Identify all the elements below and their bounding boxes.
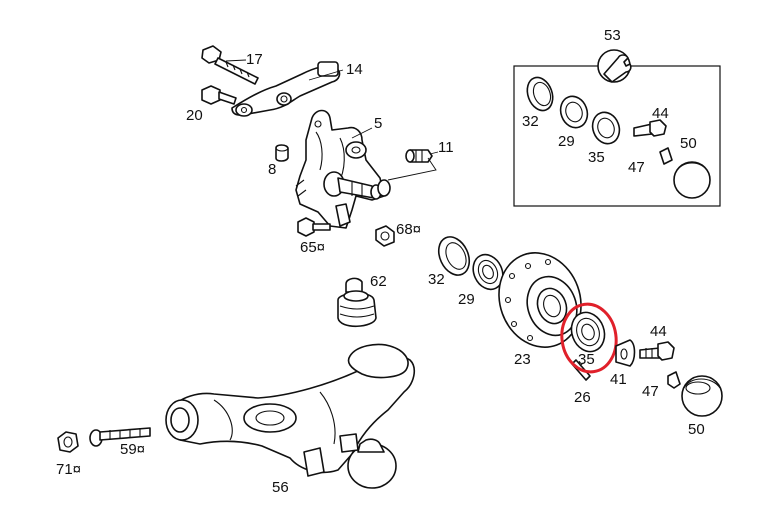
callout-56: 56	[272, 479, 289, 496]
callout-35: 35	[578, 351, 595, 368]
callout-29: 29	[458, 291, 475, 308]
callout-71: 71¤	[56, 461, 81, 478]
callout-23: 23	[514, 351, 531, 368]
nut-part-71[interactable]	[57, 431, 79, 453]
seal-part-32[interactable]	[433, 232, 475, 280]
bolt-part-44[interactable]	[639, 341, 675, 361]
callout-17: 17	[246, 51, 263, 68]
bolt-part-17[interactable]	[201, 45, 259, 85]
callout-59: 59¤	[120, 441, 145, 458]
callout-5: 5	[374, 115, 382, 132]
callout-62: 62	[370, 273, 387, 290]
ball-joint-part-62[interactable]	[337, 277, 377, 328]
callout-47: 47	[642, 383, 659, 400]
cap-part-50[interactable]	[681, 375, 723, 417]
callout-65: 65¤	[300, 239, 325, 256]
kit-bearing-part-35[interactable]	[588, 109, 623, 148]
callout-20: 20	[186, 107, 203, 124]
kit-callout-50: 50	[680, 135, 697, 152]
callout-44: 44	[650, 323, 667, 340]
bushing-part-8[interactable]	[275, 144, 289, 162]
callout-11: 11	[438, 139, 454, 156]
kit-callout-44: 44	[652, 105, 669, 122]
kit-callout-47: 47	[628, 159, 645, 176]
nut-part-20[interactable]	[201, 85, 237, 105]
callout-53: 53	[604, 27, 621, 44]
nut-part-68[interactable]	[375, 225, 395, 247]
callout-26: 26	[574, 389, 591, 406]
sensor-part-11[interactable]	[405, 149, 433, 163]
washer-part-41[interactable]	[615, 339, 636, 367]
callout-14: 14	[346, 61, 363, 78]
callout-41: 41	[610, 371, 627, 388]
clip-part-47[interactable]	[667, 371, 681, 389]
lower-control-arm-part-56[interactable]	[165, 343, 416, 489]
kit-callout-29: 29	[558, 133, 575, 150]
wrench-icon	[597, 49, 632, 83]
kit-callout-35: 35	[588, 149, 605, 166]
bearing-part-35[interactable]	[566, 308, 610, 357]
callout-32: 32	[428, 271, 445, 288]
kit-bearing-part-29[interactable]	[556, 93, 591, 132]
steering-knuckle-part-5[interactable]	[295, 109, 391, 229]
kit-clip-part-47[interactable]	[659, 147, 673, 165]
callout-68: 68¤	[396, 221, 421, 238]
kit-seal-part-32[interactable]	[523, 74, 557, 114]
callout-50: 50	[688, 421, 705, 438]
bolt-part-65[interactable]	[297, 217, 331, 237]
highlight-ring	[560, 302, 618, 374]
kit-cap-part-50[interactable]	[673, 161, 711, 199]
callout-8: 8	[268, 161, 276, 178]
bolt-part-59[interactable]	[89, 427, 151, 447]
kit-callout-32: 32	[522, 113, 539, 130]
upper-link-part-14[interactable]	[231, 61, 341, 117]
kit-bolt-part-44[interactable]	[633, 119, 667, 137]
bearing-part-29[interactable]	[468, 250, 509, 294]
